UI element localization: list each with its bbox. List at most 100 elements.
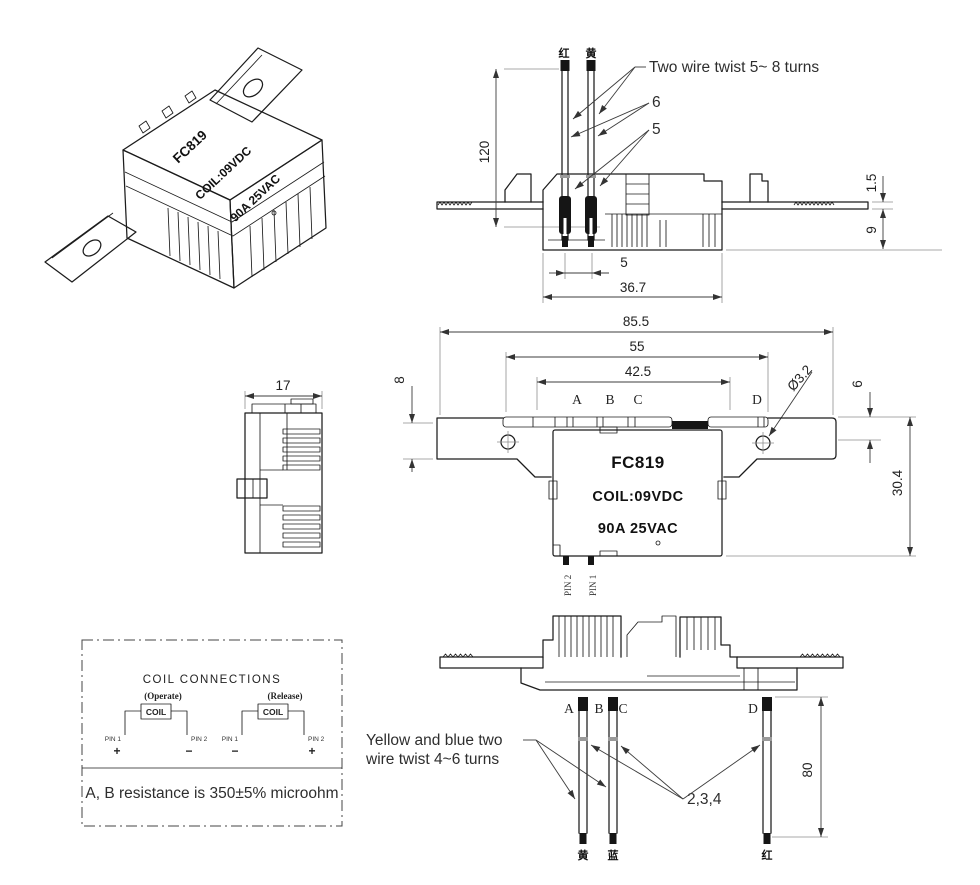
front-pin-c-label: C xyxy=(633,392,642,407)
top-left-tab xyxy=(436,201,544,210)
coil-box-border xyxy=(81,639,343,827)
front-pin-d-label: D xyxy=(752,392,762,407)
iso-mounting-hole-upper xyxy=(242,78,264,98)
bottom-wire-label-blue: 蓝 xyxy=(608,848,619,862)
release-coil-symbol xyxy=(257,703,289,720)
operate-caption: (Operate) xyxy=(144,691,181,701)
front-pin-b-label: B xyxy=(605,392,614,407)
side-body xyxy=(236,398,323,554)
iso-label-dot xyxy=(271,210,277,216)
callout-2-3-4: 2,3,4 xyxy=(687,791,722,808)
front-extension-lines xyxy=(403,327,916,557)
dim-30-4-label: 30.4 xyxy=(890,469,905,496)
coil-connections-box: COIL CONNECTIONS (Operate) COIL PIN 1 + … xyxy=(81,639,343,827)
front-coil-label: COIL:09VDC xyxy=(592,489,683,505)
front-left-bracket xyxy=(436,417,552,478)
operate-pin1-label: PIN 1 xyxy=(105,736,122,743)
release-pin2-sign: + xyxy=(308,744,315,758)
front-relay-body xyxy=(548,426,727,565)
dim-80-label: 80 xyxy=(800,762,815,777)
top-section-view: 红 黄 120 1.5 9 5 36.7 Two wire twist 5~ 8… xyxy=(436,46,942,303)
front-pin-a-label: A xyxy=(572,392,582,407)
bottom-blue-wire xyxy=(608,697,618,844)
front-rating-label: 90A 25VAC xyxy=(598,521,678,537)
iso-view: FC819 COIL:09VDC 90A 25VAC xyxy=(44,47,327,289)
top-dimensions: 120 1.5 9 5 36.7 xyxy=(477,69,886,300)
bottom-wire-label-red: 红 xyxy=(762,848,773,862)
iso-edge-clips xyxy=(138,90,197,134)
bottom-pin-c-label: C xyxy=(618,701,627,716)
callout-5: 5 xyxy=(652,121,661,138)
bottom-wire-label-yellow: 黄 xyxy=(578,848,589,862)
bottom-body xyxy=(520,615,798,691)
iso-front-fins xyxy=(167,207,221,280)
front-dimensions: 85.5 55 42.5 8 6 30.4 Ø3.2 xyxy=(392,314,913,556)
bottom-left-tab xyxy=(439,653,544,669)
side-vent-fins-lower xyxy=(282,505,321,548)
bottom-right-tab xyxy=(736,653,844,669)
operate-coil-symbol xyxy=(140,703,172,720)
operate-pin2-sign: − xyxy=(185,744,192,758)
iso-rating-label: 90A 25VAC xyxy=(228,171,284,224)
bottom-pin-b-label: B xyxy=(594,701,603,716)
iso-side-fins xyxy=(249,186,313,278)
top-callouts: Two wire twist 5~ 8 turns 6 5 xyxy=(570,59,819,190)
dim-85-5-label: 85.5 xyxy=(623,314,649,329)
operate-pin2-label: PIN 2 xyxy=(191,736,208,743)
front-label-dot xyxy=(655,540,661,546)
front-pin2-label: PIN 2 xyxy=(563,575,573,596)
side-latch-tab xyxy=(236,478,268,499)
dim-5-label: 5 xyxy=(620,255,628,270)
top-left-bracket-riser xyxy=(504,173,532,203)
bottom-pin-d-label: D xyxy=(748,701,758,716)
side-vent-fins-upper xyxy=(282,428,321,471)
top-wire-label-red: 红 xyxy=(559,46,570,60)
release-pin1-sign: − xyxy=(231,744,238,758)
callout-yellow-blue-twist-line1: Yellow and blue two xyxy=(366,732,502,749)
coil-release-circuit: (Release) COIL PIN 1 − PIN 2 + xyxy=(222,691,325,758)
top-wire-label-yellow: 黄 xyxy=(586,46,597,60)
side-view: 17 xyxy=(236,378,323,554)
dim-42-5-label: 42.5 xyxy=(625,364,651,379)
dim-17-label: 17 xyxy=(275,378,290,393)
bottom-dimensions: 80 xyxy=(772,696,828,838)
dim-55-label: 55 xyxy=(629,339,644,354)
dim-hole-3-2-label: Ø3.2 xyxy=(784,362,815,394)
bottom-red-wire xyxy=(762,697,772,844)
iso-mounting-hole-lower xyxy=(82,239,102,257)
dim-1-5-label: 1.5 xyxy=(864,174,879,193)
iso-mounting-tab-upper xyxy=(209,47,303,123)
top-body-internals xyxy=(548,173,722,247)
callout-twist-5-8: Two wire twist 5~ 8 turns xyxy=(649,59,819,76)
front-right-bracket xyxy=(723,417,837,478)
coil-box-title: COIL CONNECTIONS xyxy=(143,674,282,686)
front-pin2-stub xyxy=(563,556,569,565)
dim-9-label: 9 xyxy=(864,226,879,234)
iso-coil-label: COIL:09VDC xyxy=(192,143,254,202)
dim-120-label: 120 xyxy=(477,141,492,164)
release-coil-label: COIL xyxy=(263,707,283,717)
front-terminal-strip xyxy=(440,416,833,429)
iso-mounting-tab-lower xyxy=(44,212,137,283)
bottom-pin-a-label: A xyxy=(564,701,574,716)
dim-8-label: 8 xyxy=(392,376,407,384)
top-right-bracket-riser xyxy=(749,173,769,203)
top-body-outline xyxy=(542,173,723,251)
front-view: 85.5 55 42.5 8 6 30.4 Ø3.2 A B C D xyxy=(392,314,916,596)
front-pin1-label: PIN 1 xyxy=(588,575,598,596)
front-pin1-stub xyxy=(588,556,594,565)
iso-relay-body xyxy=(122,89,327,289)
bottom-view: A B C D 黄 蓝 红 80 Y xyxy=(365,615,844,862)
callout-yellow-blue-twist-line2: wire twist 4~6 turns xyxy=(365,751,499,768)
resistance-note: A, B resistance is 350±5% microohm xyxy=(85,785,338,802)
callout-6: 6 xyxy=(652,94,661,111)
iso-model-label: FC819 xyxy=(170,127,210,166)
dim-6-label: 6 xyxy=(850,380,865,388)
bottom-yellow-wire xyxy=(578,697,588,844)
operate-pin1-sign: + xyxy=(113,744,120,758)
operate-coil-label: COIL xyxy=(146,707,166,717)
top-right-tab xyxy=(721,201,869,210)
release-pin2-label: PIN 2 xyxy=(308,736,325,743)
